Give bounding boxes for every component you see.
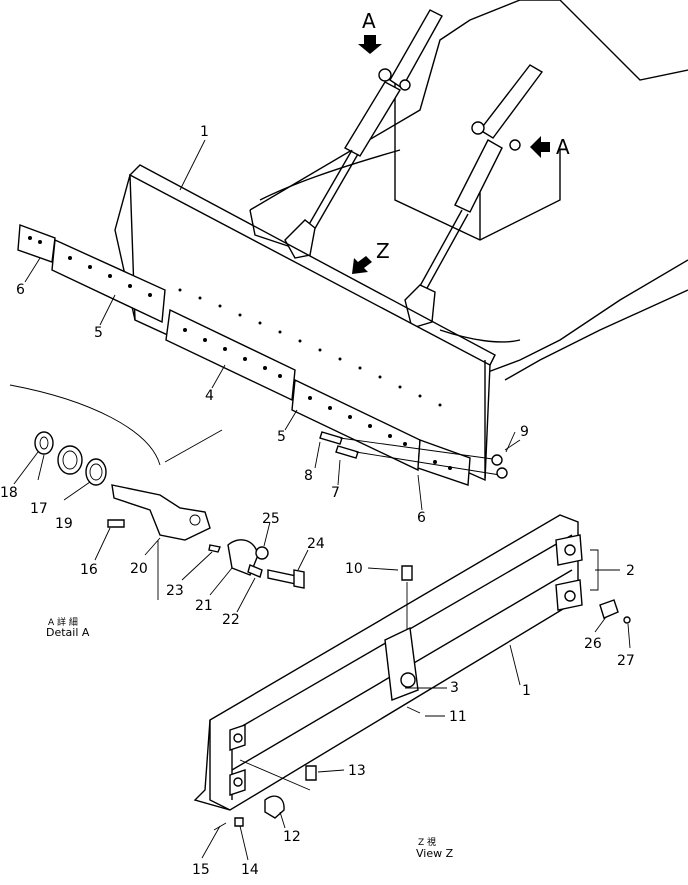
fitting-icon bbox=[247, 564, 263, 578]
callout-6-right: 6 bbox=[417, 510, 426, 526]
callout-17: 17 bbox=[30, 501, 48, 517]
callout-4: 4 bbox=[205, 388, 214, 404]
callout-1-top: 1 bbox=[200, 124, 209, 140]
callout-6-left: 6 bbox=[16, 282, 25, 298]
detail-a-caption-jp: A 詳 細 bbox=[48, 616, 78, 628]
bearing-icon bbox=[34, 431, 54, 455]
bolt-row-icon bbox=[178, 288, 442, 407]
view-arrow-a-right: A bbox=[530, 135, 570, 159]
end-bit-right bbox=[417, 439, 471, 486]
cutting-edge-left bbox=[51, 238, 166, 324]
tractor-body bbox=[249, 0, 688, 381]
callout-15: 15 bbox=[192, 862, 210, 878]
callout-21: 21 bbox=[195, 598, 213, 614]
callout-16: 16 bbox=[80, 562, 98, 578]
callout-11: 11 bbox=[449, 709, 467, 725]
cutting-edge-right bbox=[291, 378, 421, 472]
nut-icon bbox=[491, 454, 503, 466]
view-letter-a-right: A bbox=[556, 135, 570, 159]
callout-27: 27 bbox=[617, 653, 635, 669]
callout-7: 7 bbox=[331, 485, 340, 501]
bolt-icon bbox=[107, 519, 125, 528]
view-letter-a-top: A bbox=[362, 9, 376, 33]
callout-9: 9 bbox=[520, 424, 529, 440]
trunnion-icon bbox=[111, 484, 211, 541]
callout-22: 22 bbox=[222, 612, 240, 628]
bushing-icon bbox=[57, 445, 83, 475]
callout-20: 20 bbox=[130, 561, 148, 577]
callout-14: 14 bbox=[241, 862, 259, 878]
callout-25: 25 bbox=[262, 511, 280, 527]
pin-icon bbox=[471, 121, 485, 135]
detail-a-caption-en: Detail A bbox=[46, 626, 90, 639]
callout-10: 10 bbox=[345, 561, 363, 577]
fitting-icon bbox=[234, 817, 244, 827]
bolt-nut-group bbox=[319, 431, 521, 479]
pin-icon bbox=[401, 565, 413, 581]
end-bit-left bbox=[17, 224, 56, 263]
callout-5-left: 5 bbox=[94, 325, 103, 341]
cap-icon bbox=[264, 795, 285, 819]
plate-icon bbox=[599, 599, 619, 619]
view-z-caption-en: View Z bbox=[416, 847, 454, 860]
view-arrow-a-top: A bbox=[358, 9, 382, 54]
callout-13: 13 bbox=[348, 763, 366, 779]
callout-1-bottom: 1 bbox=[522, 683, 531, 699]
pin-icon bbox=[208, 544, 221, 553]
view-letter-z: Z bbox=[376, 239, 390, 263]
nut-icon bbox=[496, 467, 508, 479]
pin-icon bbox=[509, 139, 521, 151]
callout-18: 18 bbox=[0, 485, 18, 501]
callout-labels: 1 2 3 4 5 5 6 6 7 8 9 10 11 12 13 14 15 … bbox=[0, 124, 635, 878]
view-z-caption-jp: Z 視 bbox=[418, 836, 436, 848]
callout-26: 26 bbox=[584, 636, 602, 652]
seal-icon bbox=[85, 458, 107, 486]
callout-19: 19 bbox=[55, 516, 73, 532]
pin-icon bbox=[305, 765, 317, 781]
leader-lines bbox=[13, 139, 631, 861]
callout-12: 12 bbox=[283, 829, 301, 845]
callout-8: 8 bbox=[304, 468, 313, 484]
callout-24: 24 bbox=[307, 536, 325, 552]
callout-3: 3 bbox=[450, 680, 459, 696]
view-z: Z 視 View Z bbox=[193, 514, 631, 860]
view-arrow-z: Z bbox=[352, 239, 390, 274]
bolt-icon bbox=[623, 616, 631, 624]
callout-5-right: 5 bbox=[277, 429, 286, 445]
cutting-edges bbox=[17, 224, 471, 486]
lift-cylinders bbox=[284, 9, 544, 329]
washer-icon bbox=[255, 546, 269, 560]
bolt-icon bbox=[267, 569, 297, 585]
cutting-edge-center bbox=[165, 308, 296, 402]
callout-2: 2 bbox=[626, 563, 635, 579]
bolt-icon bbox=[319, 431, 343, 445]
callout-23: 23 bbox=[166, 583, 184, 599]
pin-icon bbox=[399, 79, 411, 91]
bolt-icon bbox=[335, 445, 359, 459]
pin-icon bbox=[378, 68, 392, 82]
detail-a: A 詳 細 Detail A bbox=[9, 384, 305, 639]
